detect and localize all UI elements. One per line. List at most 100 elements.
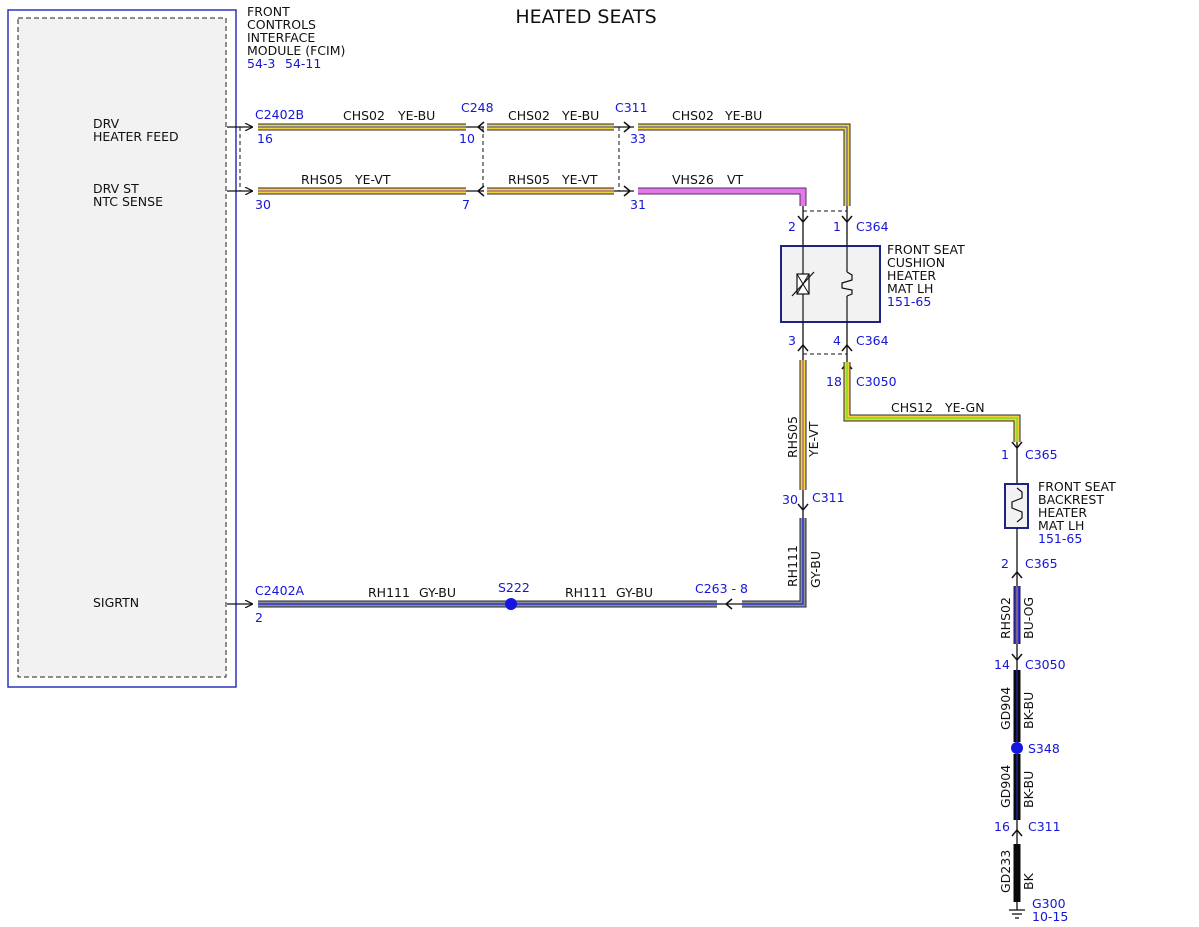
module-name-line-3: INTERFACE <box>247 30 315 45</box>
wire-label-circuit: CHS02 <box>343 108 385 123</box>
pin-label-drv-st-ntc-1: DRV ST <box>93 181 139 196</box>
pin-c311-16: 16 <box>994 819 1010 834</box>
pin-arrow <box>623 185 632 197</box>
fcim-module: FRONT CONTROLS INTERFACE MODULE (FCIM) 5… <box>7 4 345 688</box>
heater-element-icon <box>841 271 853 297</box>
wire-rh111-sigrtn <box>258 518 807 608</box>
cushion-name-line-4: MAT LH <box>887 281 933 296</box>
pin-arrow <box>1011 441 1023 450</box>
wire-label-circuit: GD904 <box>998 687 1013 730</box>
backrest-ref[interactable]: 151-65 <box>1038 531 1082 546</box>
connector-c311-mid[interactable]: C311 <box>812 490 845 505</box>
pin-label-drv-heater-feed-2: HEATER FEED <box>93 129 179 144</box>
wire-label-color: GY-BU <box>616 585 653 600</box>
wire-label-color: YE-BU <box>397 108 435 123</box>
connector-c3050-bottom[interactable]: C3050 <box>1025 657 1066 672</box>
connector-c365-bottom[interactable]: C365 <box>1025 556 1058 571</box>
ground-g300[interactable]: G300 <box>1032 896 1066 911</box>
wire-label-color: BK <box>1021 872 1036 890</box>
wire-label-circuit: CHS02 <box>508 108 550 123</box>
wire-label-color: YE-BU <box>724 108 762 123</box>
pin-c311-30: 30 <box>782 492 798 507</box>
connector-c311-top-symbol <box>614 121 634 197</box>
wire-label-color: VT <box>727 172 744 187</box>
wire-stripe <box>742 518 804 605</box>
pin-label-sigrtn: SIGRTN <box>93 595 139 610</box>
connector-c365-bottom-symbol <box>1011 528 1023 586</box>
connector-c311-bottom[interactable]: C311 <box>1028 819 1061 834</box>
wire-label-color: BK-BU <box>1021 771 1036 808</box>
wire-label-circuit: CHS02 <box>672 108 714 123</box>
wire-label-color: YE-VT <box>561 172 598 187</box>
pin-arrow <box>1011 570 1023 579</box>
module-name-line-4: MODULE (FCIM) <box>247 43 345 58</box>
module-name-line-2: CONTROLS <box>247 17 316 32</box>
module-inner-box <box>17 17 227 678</box>
connector-c364-bottom[interactable]: C364 <box>856 333 889 348</box>
pin-c365-1: 1 <box>1001 447 1009 462</box>
pin-c311-33: 33 <box>630 131 646 146</box>
connector-c364-top[interactable]: C364 <box>856 219 889 234</box>
wire-label-circuit: RHS02 <box>998 597 1013 639</box>
pin-arrow <box>841 343 853 352</box>
pin-c311-31: 31 <box>630 197 646 212</box>
connector-c311-mid-symbol <box>797 490 809 518</box>
ground-icon <box>1009 902 1025 919</box>
wire-chs02-feed <box>258 123 851 206</box>
connector-c364-bottom-symbol <box>797 322 853 360</box>
wire-label-circuit: VHS26 <box>672 172 714 187</box>
module-name-line-1: FRONT <box>247 4 290 19</box>
wire-label-color: YE-BU <box>561 108 599 123</box>
module-ref-2[interactable]: 54-11 <box>285 56 321 71</box>
backrest-name-line-4: MAT LH <box>1038 518 1084 533</box>
backrest-name-line-1: FRONT SEAT <box>1038 479 1116 494</box>
splice-s222[interactable] <box>505 598 517 610</box>
pin-arrow <box>797 215 809 224</box>
thermistor-icon <box>791 271 815 297</box>
wire-label-color: YE-GN <box>944 400 985 415</box>
connector-c263-symbol <box>717 598 742 610</box>
wire-label-color: GY-BU <box>808 551 823 588</box>
pin-c364-3: 3 <box>788 333 796 348</box>
splice-s348[interactable] <box>1011 742 1023 754</box>
pin-c3050-14: 14 <box>994 657 1010 672</box>
pin-label-drv-heater-feed-1: DRV <box>93 116 120 131</box>
connector-c365-top[interactable]: C365 <box>1025 447 1058 462</box>
connector-c263[interactable]: C263 - 8 <box>695 581 748 596</box>
pin-c3050-18: 18 <box>826 374 842 389</box>
cushion-heater-mat <box>780 245 881 323</box>
wire-label-circuit: CHS12 <box>891 400 933 415</box>
splice-s348-label: S348 <box>1028 741 1060 756</box>
pin-c364-1: 1 <box>833 219 841 234</box>
wire-chs12-cushion-backrest <box>843 362 1021 442</box>
wire-label-color: BU-OG <box>1021 597 1036 639</box>
wire-label-circuit: RHS05 <box>785 416 800 458</box>
pin-c2402b-30: 30 <box>255 197 271 212</box>
connector-c3050-top[interactable]: C3050 <box>856 374 897 389</box>
pin-arrow <box>476 185 485 197</box>
wire-rhs05-ntc <box>258 187 807 206</box>
connector-c365-top-symbol <box>1011 441 1023 484</box>
wire-label-circuit: GD233 <box>998 850 1013 893</box>
wire-label-color: YE-VT <box>806 421 821 458</box>
pin-c364-2: 2 <box>788 219 796 234</box>
splice-s222-label: S222 <box>498 580 530 595</box>
pin-arrow <box>724 598 733 610</box>
connector-c2402a[interactable]: C2402A <box>255 583 305 598</box>
connector-c364-top-symbol <box>797 206 853 246</box>
cushion-ref[interactable]: 151-65 <box>887 294 931 309</box>
cushion-name-line-1: FRONT SEAT <box>887 242 965 257</box>
connector-c311-top[interactable]: C311 <box>615 100 648 115</box>
wire-label-circuit: RHS05 <box>301 172 343 187</box>
pin-c2402b-16: 16 <box>257 131 273 146</box>
connector-c248[interactable]: C248 <box>461 100 494 115</box>
connector-c2402b[interactable]: C2402B <box>255 107 304 122</box>
ground-ref[interactable]: 10-15 <box>1032 909 1068 924</box>
backrest-heater-box <box>1004 483 1029 529</box>
backrest-name-line-2: BACKREST <box>1038 492 1104 507</box>
cushion-heater-box <box>780 245 881 323</box>
pin-arrow <box>476 121 485 133</box>
module-ref-1[interactable]: 54-3 <box>247 56 275 71</box>
pin-c364-4: 4 <box>833 333 841 348</box>
wire-label-circuit: RHS05 <box>508 172 550 187</box>
